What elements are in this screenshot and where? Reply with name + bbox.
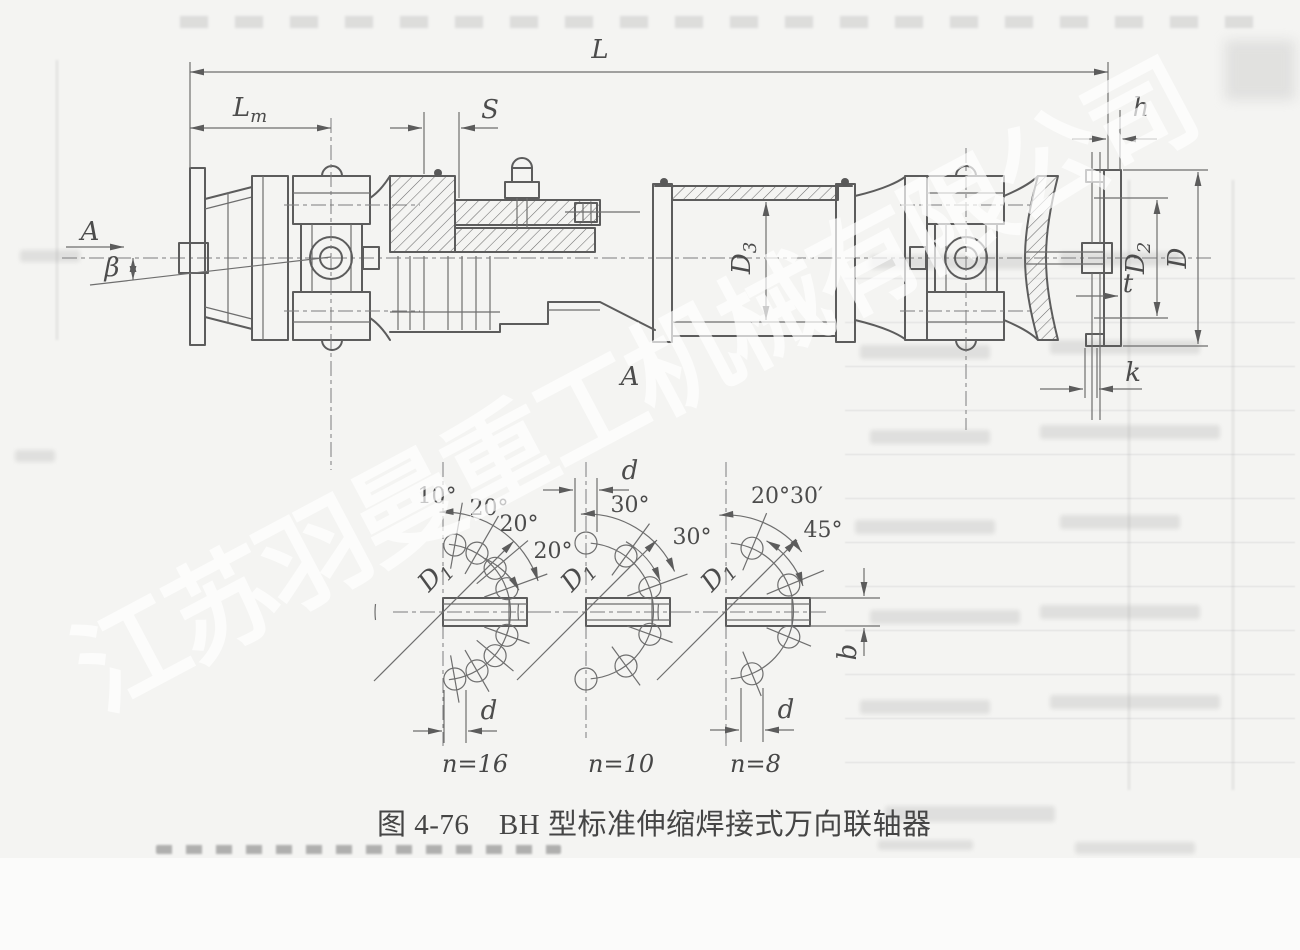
middle-tube: D3 [652,178,856,343]
bleed-smudge [885,806,1055,822]
bleed-smudge [855,520,995,534]
dim-label-D: D [1163,247,1193,269]
dim-label-k: k [1125,358,1141,388]
bleed-smudge [870,610,1020,624]
bleed-smudge [1050,695,1220,709]
angle-label: 30° [611,493,650,518]
section-view-label-A: A [619,362,640,392]
bleed-table-rows [845,235,1295,795]
dim-label-D3: D3 [727,242,761,275]
dim-label-h: h [1133,93,1150,123]
bolt-view-n8: 20°30′ 45° D1 b d n=8 [656,462,880,778]
dim-label-S: S [481,95,499,125]
bleed-smudge [860,345,990,359]
bleed-margin-line [56,60,58,340]
universal-joint-right [854,148,1039,430]
bolt-count-label: n=10 [588,750,654,778]
angle-label: 20°30′ [751,484,823,509]
bleed-table-line [1232,180,1234,790]
angle-label: 30° [673,525,712,550]
dim-label-beta: β [103,253,119,283]
bleed-smudge [1075,842,1195,854]
bolt-view-n10: 30° 30° D1 d n=10 [516,456,712,778]
bolt-count-label: n=8 [730,750,781,778]
angle-label: 20° [500,512,539,537]
angle-label: 10° [418,484,457,509]
dim-label-D1: D1 [694,553,742,601]
universal-joint-left [284,118,420,470]
figure-caption: 图 4-76 BH 型标准伸缩焊接式万向联轴器 [377,809,932,841]
dim-label-L: L [590,35,608,65]
angle-label: 45° [804,518,843,543]
cropped-text-line [156,845,561,854]
bleed-smudge [15,450,55,462]
dim-label-b: b [833,644,863,661]
bleed-table-line [1128,180,1130,790]
bleed-smudge [20,250,80,262]
page-bottom-margin [0,858,1300,950]
bleed-smudge [1225,40,1295,100]
dim-label-t: t [1123,269,1134,299]
left-flange [178,167,289,346]
spline-shaft [389,256,656,333]
telescopic-sleeve-section [389,157,640,253]
view-arrow-label-A: A [79,217,100,247]
bleed-smudge [878,840,973,850]
dim-label-d: d [622,456,639,486]
dim-label-d: d [778,695,795,725]
bleed-smudge [1050,340,1200,354]
main-assembly-drawing: D3 [62,35,1215,470]
angle-label: 20° [470,496,509,521]
bolt-view-n16: 10° 20° 20° 20° D1 d n=16 [373,462,573,778]
dim-label-Lm: Lm [232,93,267,127]
bleed-smudge [1040,605,1200,619]
bolt-count-label: n=16 [442,750,508,778]
bleed-smudge [870,430,990,444]
dim-label-d: d [481,696,498,726]
right-flange [1024,152,1122,420]
bleed-smudge [1040,425,1220,439]
bleed-smudge [1060,515,1180,529]
angle-label: 20° [534,539,573,564]
bleed-row-top [180,16,1270,28]
dim-label-D2: D2 [1121,242,1155,275]
bleed-smudge [860,700,990,714]
dimension-set: L Lm S h D2 [66,35,1208,398]
